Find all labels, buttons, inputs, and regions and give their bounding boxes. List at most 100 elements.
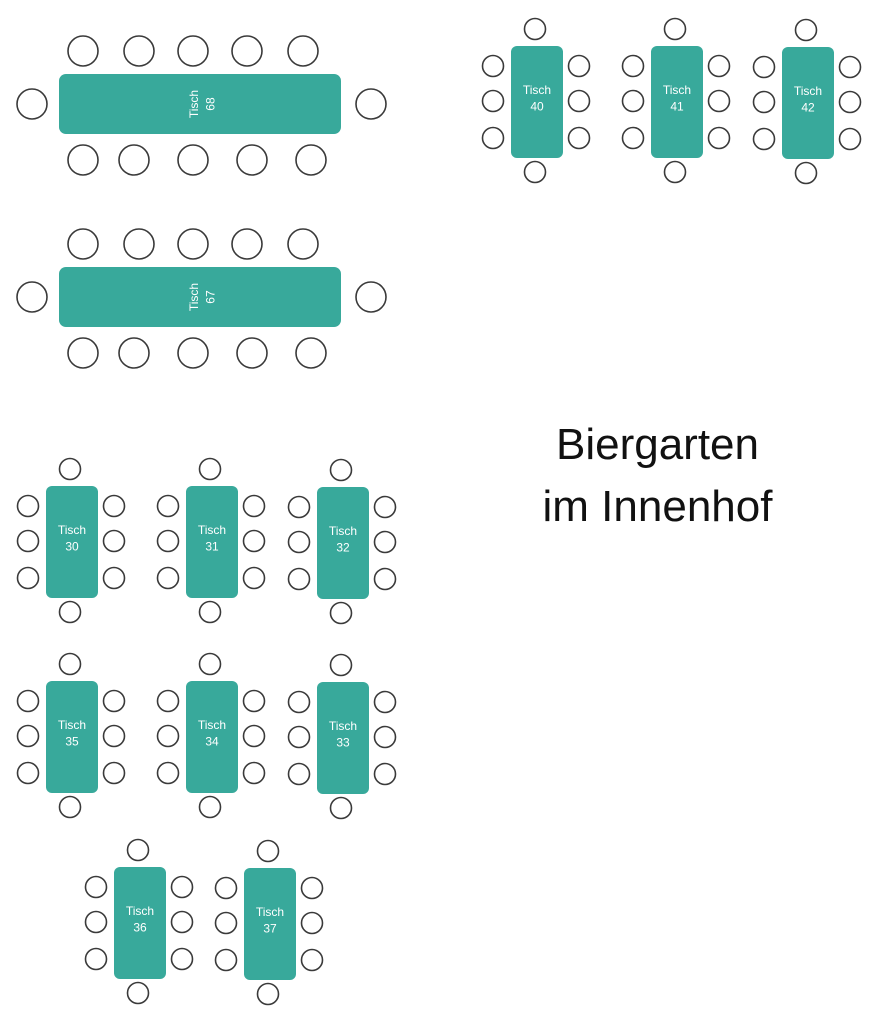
chair-left — [481, 54, 505, 78]
chair-top — [287, 228, 319, 260]
chair-foot — [58, 600, 82, 624]
table-number: 36 — [133, 920, 147, 934]
table-label-word: Tisch — [523, 83, 551, 97]
chair-right — [242, 566, 266, 590]
table-label-word: Tisch — [198, 523, 226, 537]
chair-left — [156, 761, 180, 785]
table-number: 67 — [203, 290, 217, 304]
chair-right — [242, 761, 266, 785]
chair-head — [198, 457, 222, 481]
table-top — [186, 681, 238, 793]
chair-foot — [126, 981, 150, 1005]
table-number: 34 — [205, 734, 219, 748]
chair-bottom — [295, 337, 327, 369]
chair-bottom — [295, 144, 327, 176]
chair-head — [198, 652, 222, 676]
chair-right — [567, 54, 591, 78]
table-number: 32 — [336, 540, 350, 554]
chair-right — [373, 567, 397, 591]
plan-title-line-2: im Innenhof — [542, 482, 773, 531]
table-label-31: Tisch 31 — [198, 523, 226, 553]
chair-right — [373, 725, 397, 749]
chair-left — [84, 947, 108, 971]
chair-left — [287, 690, 311, 714]
chair-left — [287, 762, 311, 786]
table-label-word: Tisch — [256, 905, 284, 919]
table-label-42: Tisch 42 — [794, 84, 822, 114]
chair-right — [102, 724, 126, 748]
chair-left — [84, 910, 108, 934]
chair-left — [214, 911, 238, 935]
chair-bottom — [67, 337, 99, 369]
chair-left — [84, 875, 108, 899]
chair-right-end — [355, 88, 387, 120]
table-33[interactable]: Tisch 33 — [287, 653, 397, 820]
table-top — [114, 867, 166, 979]
chair-right — [707, 89, 731, 113]
chair-top — [287, 35, 319, 67]
chair-right — [707, 126, 731, 150]
chair-foot — [58, 795, 82, 819]
table-top — [651, 46, 703, 158]
table-number: 42 — [801, 100, 815, 114]
table-top — [782, 47, 834, 159]
chair-top — [67, 228, 99, 260]
table-42[interactable]: Tisch 42 — [752, 18, 862, 185]
plan-title-line-1: Biergarten — [555, 420, 759, 469]
table-top — [317, 487, 369, 599]
chair-foot — [256, 982, 280, 1006]
chair-left — [214, 948, 238, 972]
chair-left — [621, 126, 645, 150]
table-top — [46, 486, 98, 598]
chair-right — [567, 126, 591, 150]
chair-foot — [329, 601, 353, 625]
chair-right — [300, 876, 324, 900]
chair-foot — [663, 160, 687, 184]
table-label-word: Tisch — [663, 83, 691, 97]
chair-bottom — [177, 337, 209, 369]
chair-left — [752, 55, 776, 79]
table-number: 33 — [336, 735, 350, 749]
chair-bottom — [236, 337, 268, 369]
chair-bottom — [118, 144, 150, 176]
table-label-40: Tisch 40 — [523, 83, 551, 113]
chair-head — [794, 18, 818, 42]
chair-left — [156, 566, 180, 590]
chair-right — [567, 89, 591, 113]
table-label-word: Tisch — [187, 90, 201, 118]
table-40[interactable]: Tisch 40 — [481, 17, 591, 184]
chair-left — [16, 689, 40, 713]
table-label-word: Tisch — [329, 719, 357, 733]
table-top — [186, 486, 238, 598]
table-top — [244, 868, 296, 980]
chair-right — [102, 529, 126, 553]
table-number: 31 — [205, 539, 219, 553]
table-top — [59, 267, 341, 327]
chair-left — [156, 494, 180, 518]
table-number: 40 — [530, 99, 544, 113]
table-top — [317, 682, 369, 794]
chair-right — [300, 911, 324, 935]
table-31[interactable]: Tisch 31 — [156, 457, 266, 624]
table-label-word: Tisch — [794, 84, 822, 98]
chair-left — [481, 126, 505, 150]
chair-right — [102, 494, 126, 518]
chair-head — [523, 17, 547, 41]
chair-foot — [794, 161, 818, 185]
chair-right — [838, 127, 862, 151]
chair-right — [242, 529, 266, 553]
